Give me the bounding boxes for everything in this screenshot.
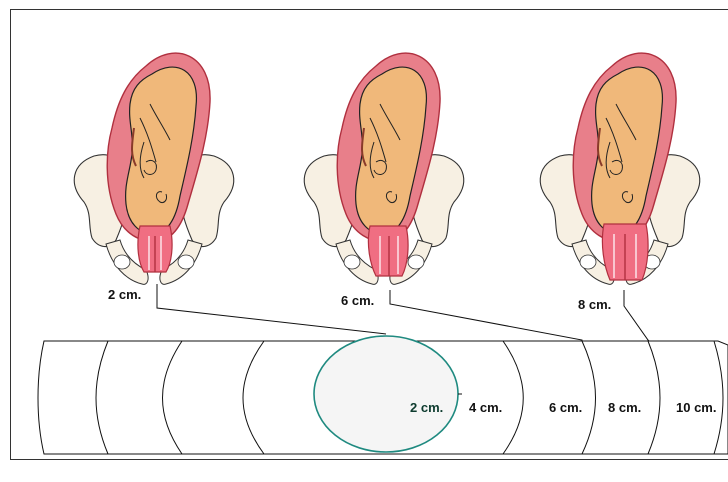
- dilation-circle: [314, 336, 458, 452]
- scale-label-2cm: 2 cm.: [410, 400, 443, 415]
- scale-label-4cm: 4 cm.: [469, 400, 502, 415]
- connector-line-2cm: [157, 284, 386, 334]
- scale-label-6cm: 6 cm.: [549, 400, 582, 415]
- scale-label-10cm: 10 cm.: [676, 400, 716, 415]
- dilation-scale: [38, 336, 728, 454]
- figure-label-2cm: 2 cm.: [108, 287, 141, 302]
- connector-line-8cm: [624, 290, 650, 342]
- connector-line-6cm: [390, 290, 582, 342]
- figure-label-6cm: 6 cm.: [341, 293, 374, 308]
- uterus-figure-2cm: [74, 53, 233, 284]
- scale-label-8cm: 8 cm.: [608, 400, 641, 415]
- uterus-figure-6cm: [304, 53, 463, 284]
- figure-label-8cm: 8 cm.: [578, 297, 611, 312]
- uterus-figure-8cm: [540, 53, 699, 284]
